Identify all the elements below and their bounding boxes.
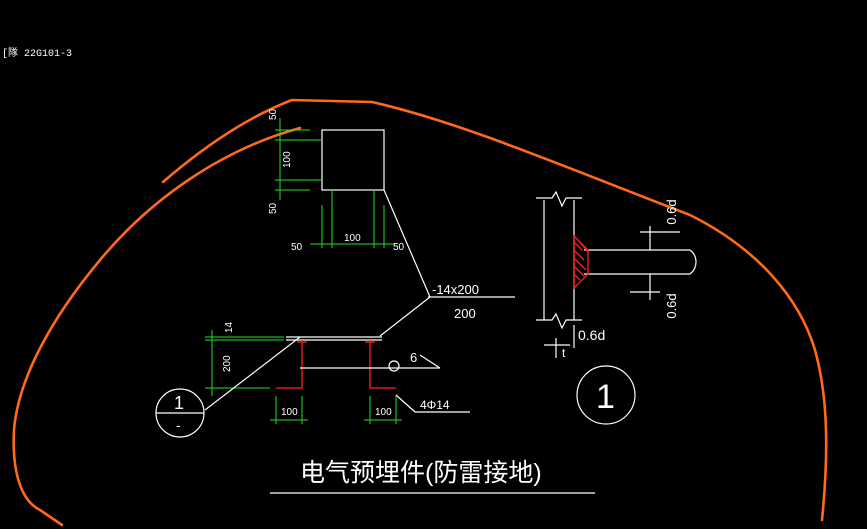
plan-dimension-lines — [275, 118, 395, 248]
elev-dim-height-200: 200 — [222, 355, 233, 372]
plate-callout: -14x200 200 — [379, 282, 515, 337]
plate-callout-top: -14x200 — [432, 282, 479, 297]
weld-dim-right: 0.6d — [664, 293, 679, 318]
bar-mark: 6 — [410, 350, 417, 365]
break-mark-top — [536, 190, 582, 208]
drawing-reference-label: [隊 22G101-3 — [2, 46, 72, 60]
bar-spec-leader — [395, 394, 416, 413]
plate-callout-bottom: 200 — [454, 306, 476, 321]
plan-leader-line — [383, 189, 431, 298]
detail-number: 1 — [596, 378, 615, 416]
elev-dim-left-100: 100 — [281, 407, 298, 418]
elevation-view: 6 14 200 100 100 4Φ14 1 - — [155, 321, 470, 438]
weld-t-label: t — [562, 346, 566, 360]
plan-dim-height-100: 100 — [282, 151, 293, 168]
section-leader — [204, 336, 301, 411]
plan-view: 50 100 50 50 100 50 — [268, 108, 431, 298]
bar-mark-circle — [388, 360, 400, 372]
drawing-title: 电气预埋件(防雷接地) — [300, 459, 542, 487]
elev-dim-thickness-14: 14 — [224, 321, 235, 333]
plan-dim-top-50: 50 — [268, 108, 279, 120]
anchor-bars — [276, 340, 396, 389]
plan-dim-width-100: 100 — [344, 233, 361, 244]
markup-circle — [12, 98, 828, 527]
weld-dim-top: 0.6d — [664, 199, 679, 224]
plan-dim-bottom-50: 50 — [268, 202, 279, 214]
break-mark-bottom — [536, 312, 582, 330]
elev-dim-right-100: 100 — [375, 407, 392, 418]
weld-dim-bottom: 0.6d — [578, 327, 605, 343]
section-number: 1 — [174, 393, 184, 413]
plan-plate-outline — [321, 129, 385, 191]
section-sub: - — [176, 417, 181, 433]
weld-detail: 0.6d 0.6d 0.6d t 1 — [536, 190, 697, 425]
weld-fillet — [573, 234, 589, 290]
plan-dim-right-50: 50 — [393, 242, 405, 253]
elevation-dimension-lines — [205, 330, 402, 424]
bar-spec: 4Φ14 — [420, 398, 450, 412]
detail-number-marker — [576, 365, 636, 425]
plan-dim-left-50: 50 — [291, 242, 303, 253]
